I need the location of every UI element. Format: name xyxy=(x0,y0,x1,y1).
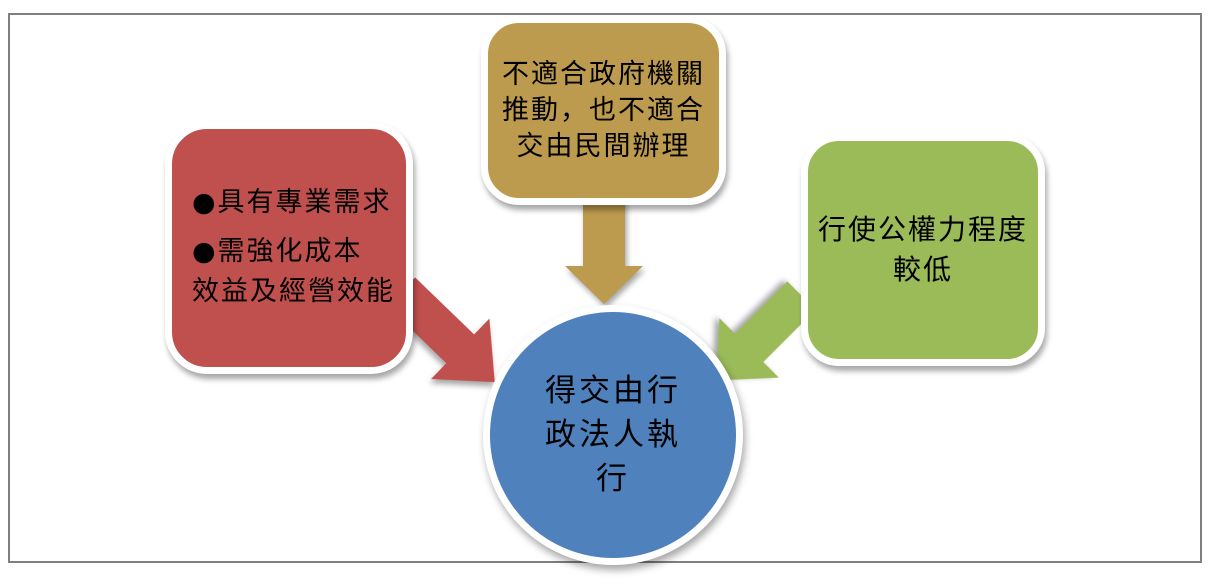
top-box-line-3: 交由民間辦理 xyxy=(516,130,691,162)
circle-line-3: 行 xyxy=(596,461,630,497)
left-box-line-1: ●具有專業需求 xyxy=(192,187,392,218)
left-box-line-2: ●需強化成本 xyxy=(192,236,363,267)
right-reason-box: 行使公權力程度 較低 xyxy=(801,134,1045,366)
top-box-line-1: 不適合政府機關 xyxy=(502,58,705,90)
top-reason-box: 不適合政府機關 推動，也不適合 交由民間辦理 xyxy=(481,16,726,205)
left-reason-box: ●具有專業需求 ●需強化成本 效益及經營效能 xyxy=(165,122,413,374)
right-box-line-2: 較低 xyxy=(892,253,953,286)
circle-line-1: 得交由行 xyxy=(545,373,681,409)
circle-line-2: 政法人執 xyxy=(545,417,681,453)
center-conclusion-circle: 得交由行 政法人執 行 xyxy=(483,305,743,565)
down-right-arrow-icon xyxy=(387,277,495,383)
left-box-line-3: 效益及經營效能 xyxy=(192,276,395,307)
down-arrow-icon xyxy=(565,198,643,304)
down-left-arrow-icon xyxy=(716,281,816,381)
top-box-line-2: 推動，也不適合 xyxy=(502,94,705,126)
right-box-line-1: 行使公權力程度 xyxy=(817,213,1028,246)
